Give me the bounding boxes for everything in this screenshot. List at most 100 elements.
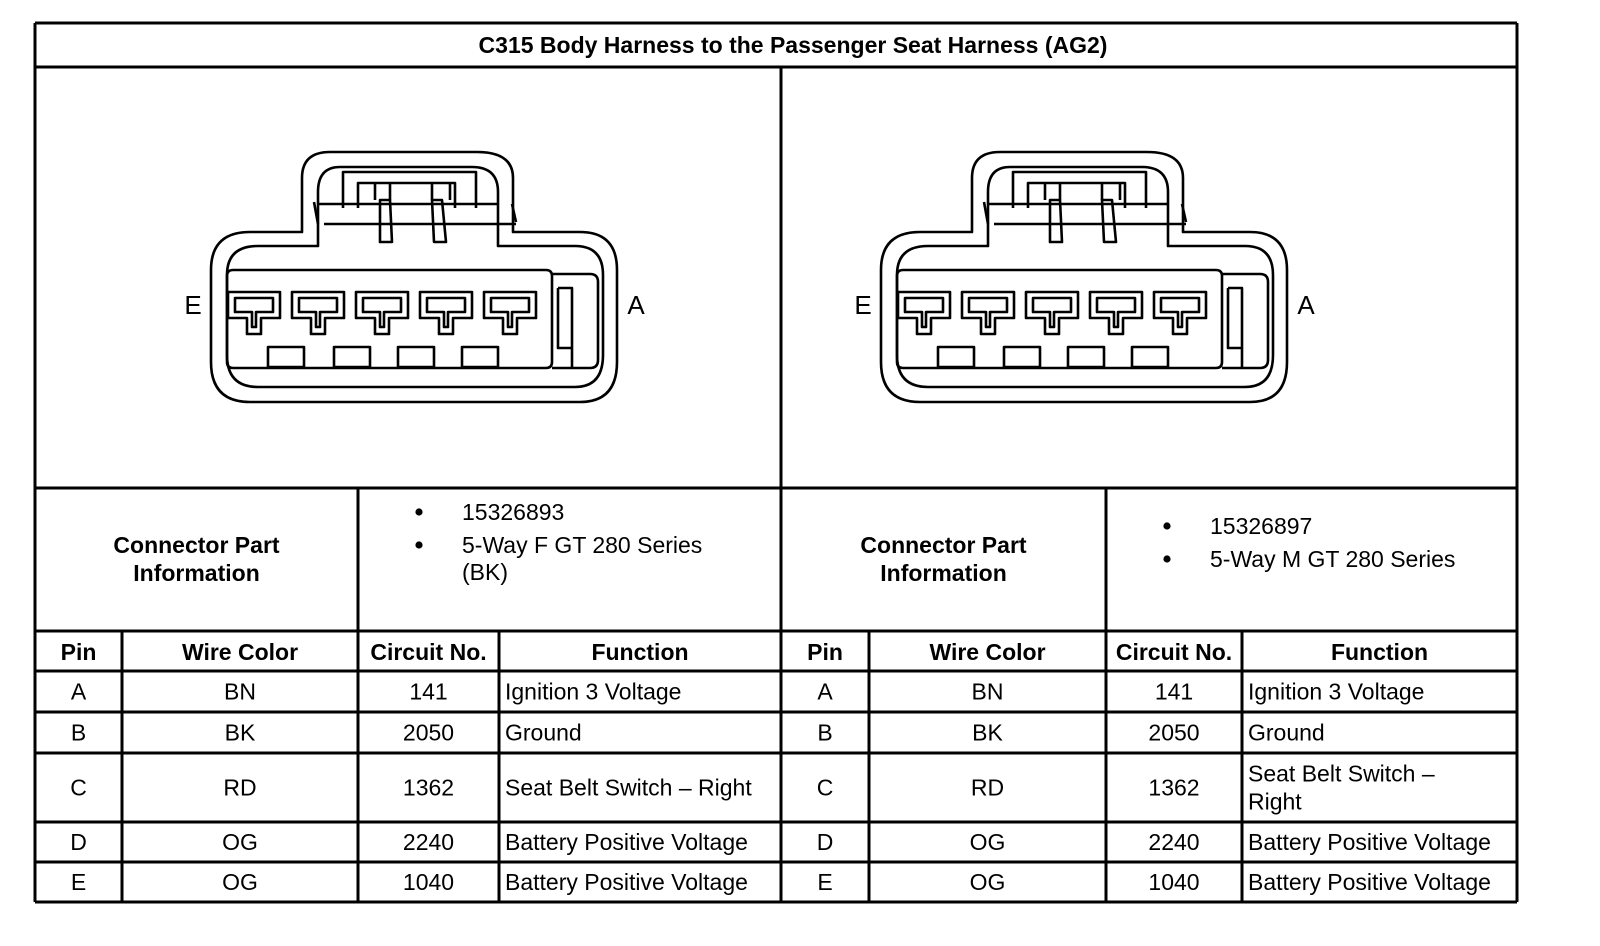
lock-slot [396,345,436,369]
lock-slot [1002,345,1042,369]
sheet-title: C315 Body Harness to the Passenger Seat … [479,32,1108,58]
latch-rails [312,201,518,226]
lock-slot [332,345,372,369]
wire-color-cell: BK [225,720,256,746]
function-cell: Battery Positive Voltage [1248,869,1491,895]
terminal-contact [361,296,403,329]
terminal-contact [489,296,531,329]
function-cell: Ground [505,720,582,746]
bullet-icon [1163,522,1171,530]
circuit-header: Circuit No. [1116,639,1232,665]
cavity-window [895,268,1224,370]
cavity-side [552,272,600,370]
circuit-cell: 1362 [1148,775,1199,801]
wire-color-cell: OG [970,869,1006,895]
terminal-contact [1095,296,1137,329]
function-cell: Battery Positive Voltage [505,829,748,855]
pin-header: Pin [807,639,843,665]
latch-body [356,181,457,208]
terminal-cavity [1024,290,1080,336]
wire-color-header: Wire Color [182,639,298,665]
connector-housing-inner [895,165,1275,389]
pin-header: Pin [61,639,97,665]
polarizing-key [556,286,574,368]
connector-housing-inner [225,165,605,389]
function-cell: Battery Positive Voltage [1248,829,1491,855]
terminal-contact [425,296,467,329]
wire-color-cell: RD [971,775,1004,801]
terminal-cavity [1088,290,1144,336]
terminal-cavity [418,290,474,336]
function-cell: Battery Positive Voltage [505,869,748,895]
pin-cell: A [71,679,87,705]
part-info-heading: Connector Part [113,532,279,558]
cavity-label-a: A [1297,290,1315,320]
pin-cell: D [817,829,834,855]
terminal-cavity [226,290,282,336]
wire-color-cell: BN [972,679,1004,705]
latch-tab-left [378,198,394,244]
lock-slot [1066,345,1106,369]
wire-color-cell: BN [224,679,256,705]
pin-cell: B [71,720,86,746]
pin-cell: B [817,720,832,746]
bullet-icon [415,508,423,516]
function-cell: Ignition 3 Voltage [1248,679,1424,705]
terminal-contact [297,296,339,329]
terminal-cavity [290,290,346,336]
terminal-cavity [482,290,538,336]
wire-color-cell: OG [970,829,1006,855]
terminal-contact [967,296,1009,329]
pin-cell: E [71,869,86,895]
part-number-bullet-continuation: (BK) [462,559,508,585]
circuit-cell: 1362 [403,775,454,801]
circuit-cell: 1040 [1148,869,1199,895]
function-cell: Right [1248,789,1302,815]
cavity-label-a: A [627,290,645,320]
function-header: Function [591,639,688,665]
function-cell: Ignition 3 Voltage [505,679,681,705]
latch-tab-right [430,198,448,244]
bullet-icon [415,541,423,549]
latch-body [1026,181,1127,208]
latch-tab-left [1048,198,1064,244]
part-info-heading: Information [133,560,260,586]
terminal-contact [1031,296,1073,329]
circuit-header: Circuit No. [370,639,486,665]
terminal-contact [1159,296,1201,329]
circuit-cell: 141 [409,679,447,705]
part-number-bullet: 15326897 [1210,513,1312,539]
wire-color-cell: OG [222,829,258,855]
lock-slot [460,345,500,369]
part-number-bullet: 5-Way F GT 280 Series [462,532,702,558]
table-grid [33,21,1519,904]
wire-color-cell: RD [223,775,256,801]
wire-color-cell: OG [222,869,258,895]
lock-slot [266,345,306,369]
pin-cell: C [70,775,87,801]
pin-cell: D [70,829,87,855]
circuit-cell: 1040 [403,869,454,895]
polarizing-key [1226,286,1244,368]
pin-cell: A [817,679,833,705]
circuit-cell: 2240 [1148,829,1199,855]
bullet-icon [1163,555,1171,563]
part-number-bullet: 15326893 [462,499,564,525]
latch-tab-right [1100,198,1118,244]
part-number-bullet: 5-Way M GT 280 Series [1210,546,1455,572]
connector-housing-outline [209,150,619,404]
function-cell: Seat Belt Switch – Right [505,775,752,801]
terminal-contact [903,296,945,329]
terminal-cavity [896,290,952,336]
function-cell: Seat Belt Switch – [1248,761,1435,787]
circuit-cell: 2050 [1148,720,1199,746]
cavity-window [225,268,554,370]
circuit-cell: 2240 [403,829,454,855]
function-cell: Ground [1248,720,1325,746]
latch-detail [1043,183,1122,200]
part-info-heading: Information [880,560,1007,586]
